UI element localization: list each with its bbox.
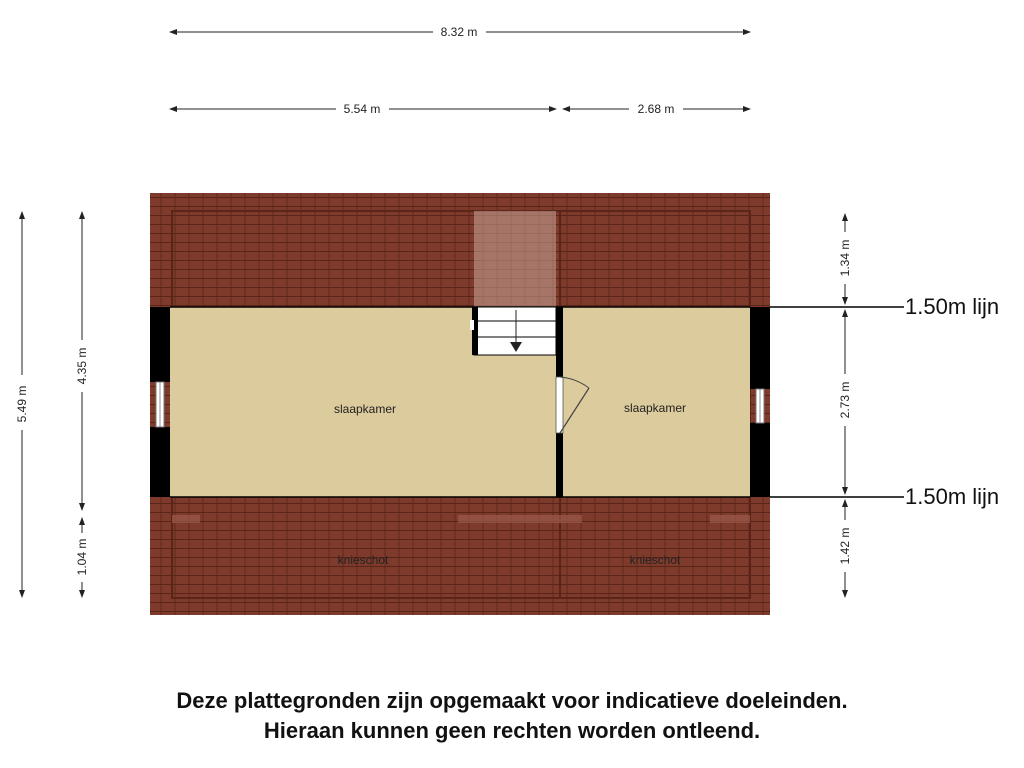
door-leaf (559, 387, 590, 434)
label-150-lower: 1.50m lijn (905, 484, 999, 509)
top-dimensions: 8.32 m 5.54 m 2.68 m (169, 25, 751, 116)
stair-arrow-head (510, 342, 522, 352)
stairs-overlay (474, 211, 556, 307)
stair-railing-notch (470, 320, 474, 330)
dim-inner-depth: 4.35 m (75, 348, 89, 385)
knee-wall-beam-center (458, 515, 582, 523)
dim-kneewall-right: 1.42 m (838, 528, 852, 565)
dim-right-width: 2.68 m (638, 102, 675, 116)
disclaimer-line-1: Deze plattegronden zijn opgemaakt voor i… (176, 688, 848, 713)
dim-upper-roof: 1.34 m (838, 240, 852, 277)
windows (155, 381, 765, 428)
wall-right-lower (750, 423, 770, 497)
door-swing-arc (559, 376, 590, 389)
disclaimer: Deze plattegronden zijn opgemaakt voor i… (0, 686, 1024, 746)
kneewall-label-left: knieschot (338, 553, 389, 567)
kneewall-label-right: knieschot (630, 553, 681, 567)
partition-wall-lower (556, 433, 563, 497)
walls (150, 307, 770, 497)
wall-left-lower (150, 427, 170, 497)
stair-railing (472, 307, 478, 355)
left-dimensions: 5.49 m 4.35 m 1.04 m (15, 211, 89, 598)
dim-total-depth: 5.49 m (15, 386, 29, 423)
dim-kneewall-left: 1.04 m (75, 539, 89, 576)
partition-wall-upper (556, 307, 563, 377)
dim-left-width: 5.54 m (344, 102, 381, 116)
stairs (470, 306, 557, 356)
label-150-upper: 1.50m lijn (905, 294, 999, 319)
floor-right-room (563, 307, 750, 497)
right-dimensions: 1.34 m 2.73 m 1.42 m 1.50m lijn 1.50m li… (770, 213, 999, 598)
door-frame (555, 376, 564, 434)
disclaimer-line-2: Hieraan kunnen geen rechten worden ontle… (263, 718, 761, 743)
room-label-left: slaapkamer (334, 402, 396, 416)
dim-room-depth: 2.73 m (838, 382, 852, 419)
knee-wall-beam-right (710, 515, 750, 523)
dim-total-width: 8.32 m (441, 25, 478, 39)
wall-right-upper (750, 307, 770, 389)
room-label-right: slaapkamer (624, 401, 686, 415)
wall-left-upper (150, 307, 170, 382)
door (555, 376, 590, 434)
knee-wall-beam-left (172, 515, 200, 523)
